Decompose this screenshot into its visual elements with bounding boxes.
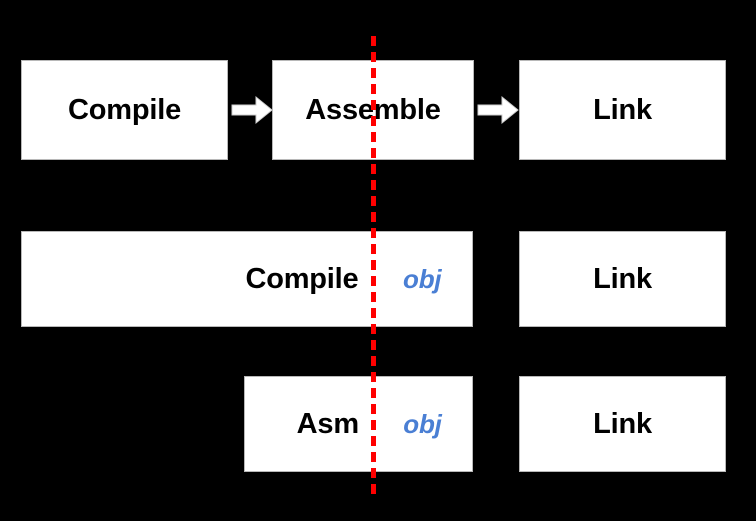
process-box-compile-to-obj[interactable]: Compile obj [21, 231, 473, 327]
obj-output-tag: obj [403, 408, 442, 439]
process-box-compile-stage[interactable]: Compile [21, 60, 228, 160]
process-box-label: Link [593, 407, 652, 440]
process-box-asm-to-obj[interactable]: Asm obj [244, 376, 473, 472]
process-box-label: Compile [245, 262, 359, 295]
process-box-label: Compile [68, 93, 181, 126]
process-box-link-stage[interactable]: Link [519, 376, 726, 472]
arrow-right-icon [476, 94, 520, 126]
obj-output-tag: obj [403, 263, 442, 294]
process-box-label: Link [593, 262, 652, 295]
red-dashed-divider-line [371, 36, 376, 500]
process-box-label: Asm [296, 407, 359, 440]
process-box-link-stage[interactable]: Link [519, 60, 726, 160]
arrow-right-icon [230, 94, 274, 126]
process-box-link-stage[interactable]: Link [519, 231, 726, 327]
process-box-label: Link [593, 93, 652, 126]
